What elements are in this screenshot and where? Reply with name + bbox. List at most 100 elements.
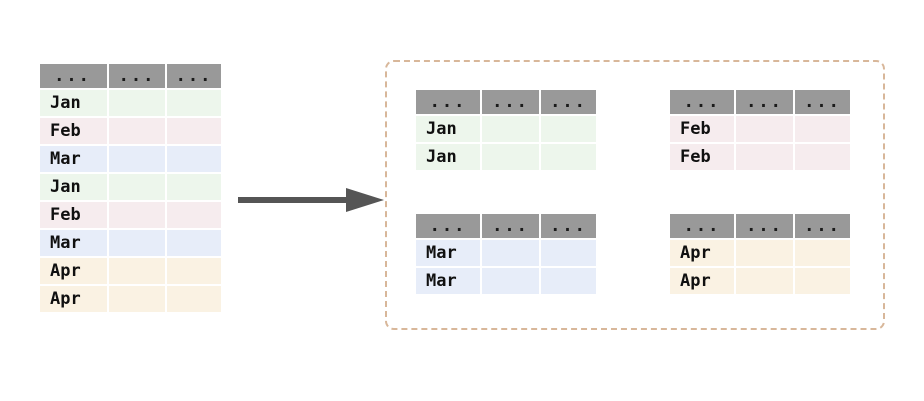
table-row: Feb — [40, 202, 221, 228]
column-header-3: ... — [795, 90, 850, 114]
group-key-cell: Mar — [40, 146, 107, 172]
data-cell — [795, 268, 850, 294]
group-key-cell: Jan — [40, 174, 107, 200]
group-key-cell: Jan — [416, 116, 480, 142]
table-header-row: ......... — [670, 90, 850, 114]
group-key-cell: Apr — [40, 258, 107, 284]
data-cell — [541, 116, 596, 142]
column-header-2: ... — [482, 90, 539, 114]
data-cell — [541, 240, 596, 266]
group-key-cell: Apr — [670, 268, 734, 294]
grouped-output-container — [385, 60, 885, 330]
table-row: Feb — [40, 118, 221, 144]
column-header-1: ... — [670, 90, 734, 114]
column-header-2: ... — [736, 214, 793, 238]
group-key-cell: Mar — [40, 230, 107, 256]
table-row: Jan — [40, 90, 221, 116]
data-cell — [167, 202, 221, 228]
data-cell — [167, 174, 221, 200]
data-cell — [795, 144, 850, 170]
table-row: Jan — [416, 144, 596, 170]
table-row: Mar — [416, 240, 596, 266]
group-key-cell: Feb — [670, 116, 734, 142]
group-table-header: ......... — [416, 214, 596, 238]
data-cell — [109, 146, 165, 172]
data-cell — [482, 144, 539, 170]
column-header-3: ... — [795, 214, 850, 238]
column-header-2: ... — [482, 214, 539, 238]
table-row: Jan — [416, 116, 596, 142]
data-cell — [482, 116, 539, 142]
group-key-cell: Apr — [670, 240, 734, 266]
transform-arrow — [238, 186, 384, 214]
data-cell — [167, 286, 221, 312]
data-cell — [736, 240, 793, 266]
group-key-cell: Jan — [40, 90, 107, 116]
data-cell — [109, 258, 165, 284]
table-header-row: ......... — [670, 214, 850, 238]
group-key-cell: Mar — [416, 268, 480, 294]
column-header-3: ... — [541, 214, 596, 238]
data-cell — [109, 202, 165, 228]
data-cell — [167, 118, 221, 144]
data-cell — [109, 230, 165, 256]
data-cell — [109, 174, 165, 200]
data-cell — [541, 144, 596, 170]
group-table-header: ......... — [670, 90, 850, 114]
data-cell — [109, 118, 165, 144]
table-row: Mar — [40, 230, 221, 256]
data-cell — [167, 230, 221, 256]
table-row: Mar — [416, 268, 596, 294]
column-header-2: ... — [109, 64, 165, 88]
data-cell — [109, 90, 165, 116]
data-cell — [167, 146, 221, 172]
column-header-1: ... — [40, 64, 107, 88]
group-table-header: ......... — [670, 214, 850, 238]
group-table-header: ......... — [416, 90, 596, 114]
group-key-cell: Mar — [416, 240, 480, 266]
table-header-row: ......... — [416, 90, 596, 114]
table-row: Apr — [40, 258, 221, 284]
source-table-header: ... ... ... — [40, 64, 221, 88]
table-row: Feb — [670, 116, 850, 142]
group-key-cell: Feb — [670, 144, 734, 170]
group-key-cell: Feb — [40, 118, 107, 144]
table-row: Apr — [40, 286, 221, 312]
column-header-1: ... — [670, 214, 734, 238]
data-cell — [795, 240, 850, 266]
arrow-icon — [238, 188, 384, 212]
table-header-row: ......... — [416, 214, 596, 238]
table-row: Apr — [670, 268, 850, 294]
column-header-3: ... — [167, 64, 221, 88]
table-row: Feb — [670, 144, 850, 170]
data-cell — [736, 268, 793, 294]
group-key-cell: Apr — [40, 286, 107, 312]
column-header-1: ... — [416, 214, 480, 238]
data-cell — [541, 268, 596, 294]
table-row: Jan — [40, 174, 221, 200]
column-header-1: ... — [416, 90, 480, 114]
data-cell — [736, 116, 793, 142]
group-key-cell: Jan — [416, 144, 480, 170]
data-cell — [482, 268, 539, 294]
table-header-row: ... ... ... — [40, 64, 221, 88]
data-cell — [167, 258, 221, 284]
column-header-2: ... — [736, 90, 793, 114]
data-cell — [482, 240, 539, 266]
table-row: Apr — [670, 240, 850, 266]
data-cell — [109, 286, 165, 312]
column-header-3: ... — [541, 90, 596, 114]
data-cell — [795, 116, 850, 142]
table-row: Mar — [40, 146, 221, 172]
group-key-cell: Feb — [40, 202, 107, 228]
